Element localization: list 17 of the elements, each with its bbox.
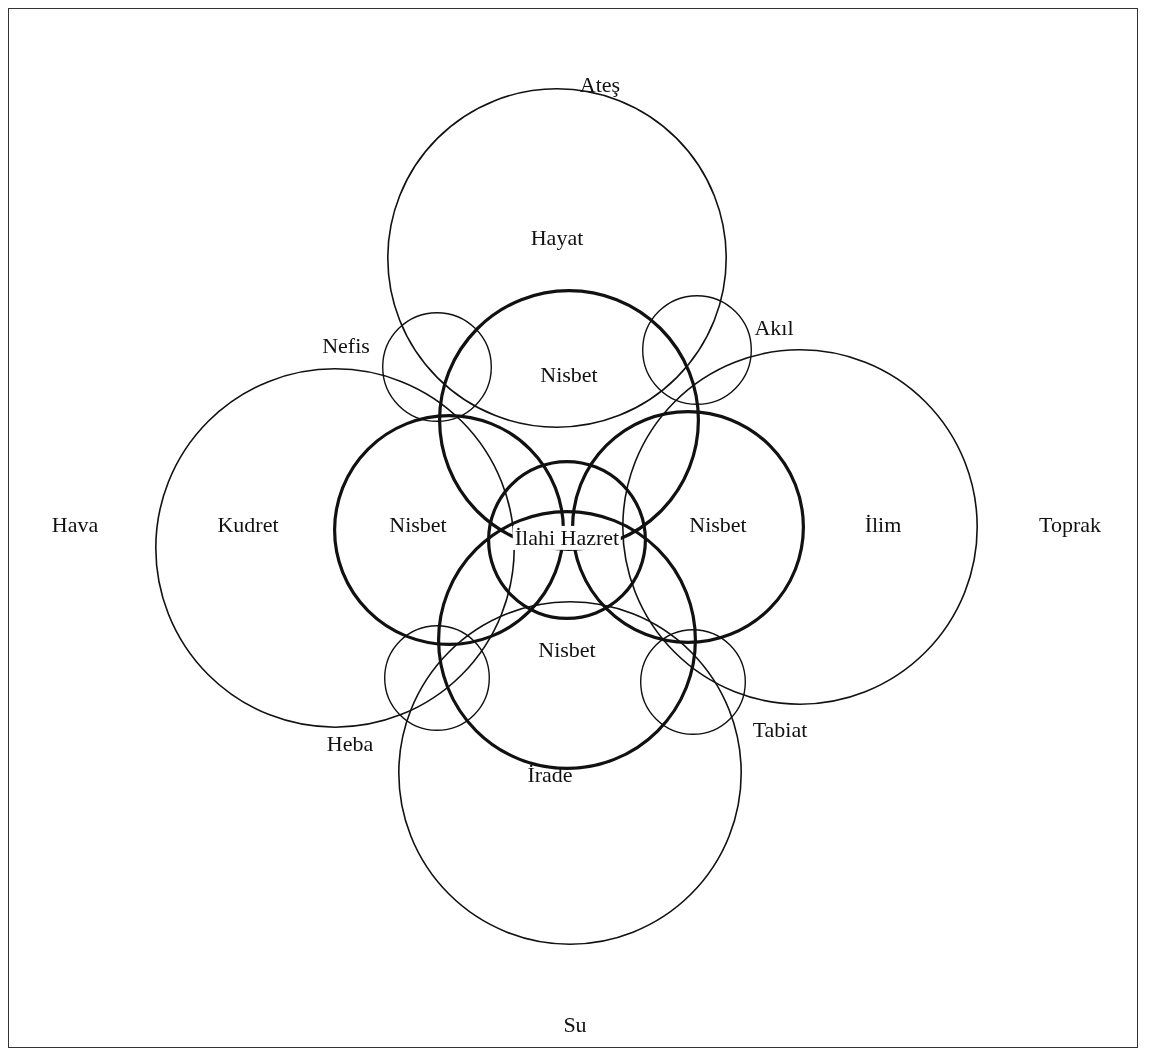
circle-label: Nisbet	[537, 637, 597, 663]
circle-label: Akıl	[753, 315, 795, 341]
circle-label: Tabiat	[751, 717, 809, 743]
element-label: Hava	[50, 512, 100, 538]
circle-label: Heba	[325, 731, 375, 757]
circle-label: İrade	[526, 762, 574, 788]
circle-label: İlahi Hazret	[512, 525, 622, 551]
circle-label: İlim	[863, 512, 903, 538]
circle-label: Nisbet	[388, 512, 448, 538]
circle-label: Nisbet	[539, 362, 599, 388]
element-label: Toprak	[1038, 512, 1102, 538]
circle-label: Nefis	[321, 333, 371, 359]
element-label: Su	[562, 1012, 588, 1038]
circle-label: Hayat	[529, 225, 585, 251]
circle-label: Kudret	[216, 512, 280, 538]
element-label: Ateş	[578, 72, 622, 98]
circle-label: Nisbet	[688, 512, 748, 538]
